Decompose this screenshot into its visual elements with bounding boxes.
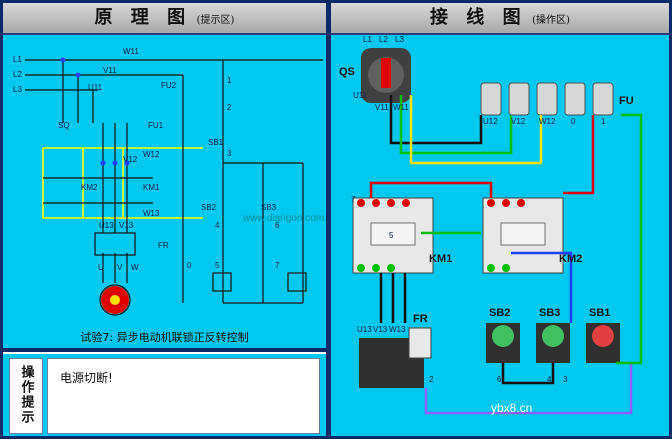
tips-label-box: 操作提示: [9, 358, 43, 434]
lbl-W13: W13: [389, 325, 406, 334]
lbl-KM2: KM2: [81, 183, 98, 192]
lbl-L2: L2: [13, 70, 22, 79]
lbl-SB3: SB3: [539, 307, 561, 319]
lbl-U13: U13: [357, 325, 372, 334]
lbl-U11: U11: [88, 83, 103, 92]
wiring-panel: 接 线 图 (操作区): [331, 3, 669, 436]
tips-panel: 操作提示 电源切断!: [3, 352, 326, 436]
lbl-3: 3: [227, 149, 232, 158]
lbl-0: 0: [187, 261, 192, 270]
lbl-U13: U13: [99, 221, 114, 230]
lbl-U11: U11: [353, 91, 368, 100]
lbl-6: 6: [497, 375, 502, 384]
lbl-U12: U12: [483, 117, 498, 126]
lbl-3: 3: [563, 375, 568, 384]
lbl-W13: W13: [143, 209, 160, 218]
wiring-title-hint: (操作区): [532, 15, 570, 26]
site-watermark: ybx8.cn: [491, 401, 533, 415]
lbl-KM2: KM2: [559, 253, 583, 265]
schematic-caption: 试验7: 异步电动机联锁正反转控制: [80, 331, 249, 344]
lbl-7: 7: [351, 195, 356, 204]
lbl-FU: FU: [619, 95, 634, 107]
lbl-SB2: SB2: [201, 203, 217, 212]
tips-message-box: 电源切断!: [47, 358, 320, 434]
schematic-title: 原 理 图: [94, 7, 192, 28]
lbl-6: 6: [275, 221, 280, 230]
lbl-W11: W11: [393, 103, 409, 112]
lbl-V13: V13: [119, 221, 134, 230]
lbl-SB2: SB2: [489, 307, 511, 319]
lbl-FR: FR: [413, 313, 428, 325]
lbl-7: 7: [275, 261, 280, 270]
lbl-2: 2: [227, 103, 232, 112]
lbl-FR: FR: [158, 241, 169, 250]
tips-message: 电源切断!: [60, 371, 113, 385]
lbl-QS: QS: [339, 66, 355, 78]
lbl-L1: L1: [363, 35, 372, 44]
lbl-L3: L3: [13, 85, 22, 94]
lbl-1: 1: [227, 76, 232, 85]
lbl-W11: W11: [123, 47, 139, 56]
lbl-FU2: FU2: [161, 81, 177, 90]
lbl-V12: V12: [511, 117, 526, 126]
watermark: www.diangon.com: [243, 213, 325, 224]
wiring-diagram: [352, 48, 643, 415]
wiring-title: 接 线 图: [430, 7, 527, 28]
schematic-title-hint: (提示区): [196, 15, 235, 26]
lbl-V13: V13: [373, 325, 388, 334]
lbl-V: V: [117, 263, 123, 272]
lbl-KM1: KM1: [429, 253, 453, 265]
lbl-1: 1: [601, 117, 606, 126]
lbl-5: 5: [389, 231, 394, 240]
lbl-4: 4: [215, 221, 220, 230]
lbl-W12: W12: [143, 150, 160, 159]
lbl-U: U: [98, 263, 104, 272]
lbl-V12: V12: [123, 155, 138, 164]
lbl-2: 2: [429, 375, 434, 384]
lbl-L3: L3: [395, 35, 404, 44]
lbl-KM1: KM1: [143, 183, 160, 192]
wiring-header: 接 线 图 (操作区): [331, 3, 669, 35]
lbl-SB1: SB1: [208, 138, 224, 147]
lbl-L2: L2: [379, 35, 388, 44]
lbl-4: 4: [547, 375, 552, 384]
schematic-header: 原 理 图 (提示区): [3, 3, 326, 35]
lbl-V11: V11: [375, 103, 389, 112]
lbl-SQ: SQ: [58, 121, 70, 130]
lbl-W: W: [131, 263, 139, 272]
lbl-SB1: SB1: [589, 307, 611, 319]
lbl-L1: L1: [13, 55, 22, 64]
lbl-FU1: FU1: [148, 121, 164, 130]
schematic-panel: 原 理 图 (提示区) L1 L2 L3 W11 V11 U11 FU2 FU1…: [3, 3, 326, 348]
tips-label: 操作提示: [18, 365, 34, 425]
lbl-0: 0: [571, 117, 576, 126]
lbl-5: 5: [215, 261, 220, 270]
lbl-SB3: SB3: [261, 203, 277, 212]
lbl-V11: V11: [103, 66, 117, 75]
schematic-diagram: [25, 57, 323, 316]
lbl-W12: W12: [539, 117, 556, 126]
